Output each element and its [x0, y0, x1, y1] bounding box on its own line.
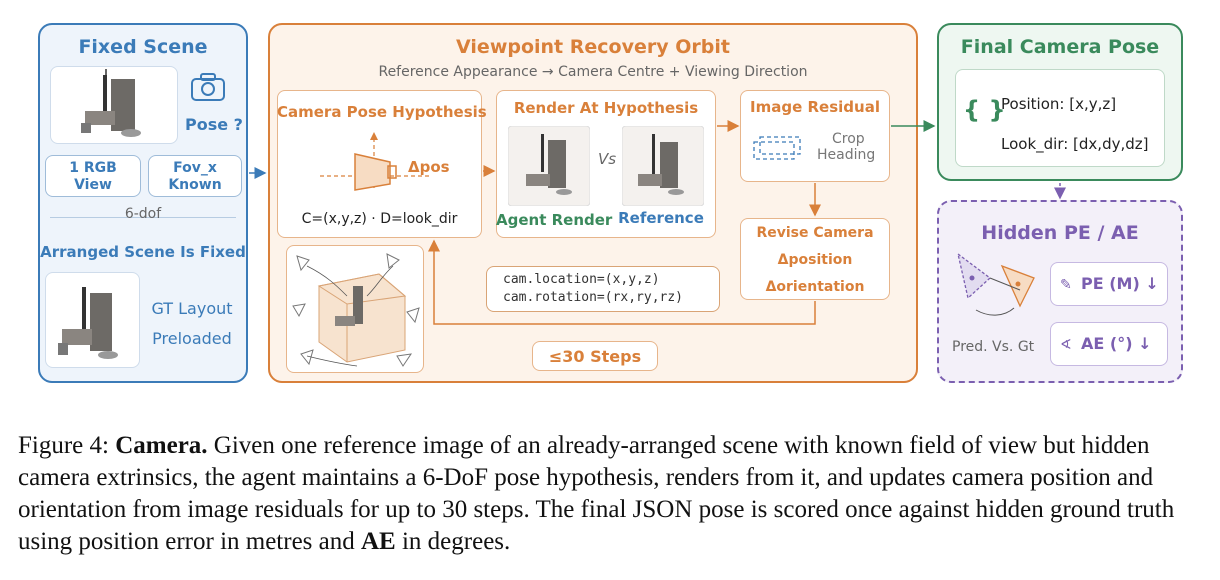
- caption-label: Figure 4:: [18, 432, 116, 459]
- arranged-label: Arranged Scene Is Fixed: [40, 243, 246, 261]
- fov-box: Fov_x Known: [148, 155, 242, 197]
- look-dir-field: Look_dir: [dx,dy,dz]: [1001, 135, 1149, 153]
- hidden-title: Hidden PE / AE: [981, 222, 1139, 244]
- revise-position: Δposition: [777, 252, 853, 268]
- crop-label: Crop: [832, 131, 865, 147]
- scene-thumbnail: [50, 66, 178, 144]
- position-field: Position: [x,y,z]: [1001, 95, 1117, 113]
- render-title: Render At Hypothesis: [513, 99, 699, 117]
- vs-label: Vs: [598, 150, 617, 168]
- preloaded-label: Preloaded: [152, 329, 232, 348]
- code-location: cam.location=(x,y,z): [503, 272, 660, 287]
- residual-title: Image Residual: [750, 98, 880, 116]
- caption-bold: Camera.: [115, 432, 208, 459]
- scene-image: [81, 69, 141, 137]
- ae-label: AE (°) ↓: [1081, 334, 1152, 353]
- rgb-view-line1: 1 RGB: [69, 160, 117, 176]
- orbit-title: Viewpoint Recovery Orbit: [456, 36, 730, 58]
- pred-vs-gt-diagram: [950, 248, 1046, 324]
- rgb-view-box: 1 RGB View: [45, 155, 141, 197]
- gt-thumbnail: [45, 272, 140, 368]
- caption-text-end: in degrees.: [395, 528, 511, 555]
- revise-title: Revise Camera: [756, 225, 874, 241]
- residual-box: [740, 90, 890, 182]
- pred-vs-gt-label: Pred. Vs. Gt: [952, 339, 1035, 355]
- rgb-view-line2: View: [74, 177, 112, 193]
- reference-image: [621, 125, 705, 207]
- angle-icon: ∢: [1060, 337, 1072, 353]
- revise-box: Revise Camera Δposition Δorientation: [740, 218, 890, 300]
- pose-formula: C=(x,y,z) · D=look_dir: [301, 211, 458, 227]
- hypothesis-diagram: [300, 128, 470, 198]
- fixed-scene-title: Fixed Scene: [78, 36, 208, 58]
- gt-scene-image: [58, 287, 118, 359]
- delta-pos-label: Δpos: [408, 158, 450, 176]
- pe-label: PE (M) ↓: [1081, 274, 1159, 293]
- code-rotation: cam.rotation=(rx,ry,rz): [503, 290, 684, 305]
- steps-box: ≤30 Steps: [532, 341, 658, 371]
- crop-icon: [752, 134, 804, 164]
- gt-layout-label: GT Layout: [151, 299, 233, 318]
- ae-metric-box: ∢ AE (°) ↓: [1050, 322, 1168, 366]
- agent-render-label: Agent Render: [496, 211, 613, 229]
- caption-text: Given one reference image of an already-…: [18, 432, 1175, 555]
- final-pose-title: Final Camera Pose: [960, 36, 1160, 58]
- orbit-illustration: [286, 245, 424, 373]
- ruler-icon: ✎: [1060, 277, 1072, 293]
- fov-line1: Fov_x: [173, 160, 217, 176]
- orbit-subtitle: Reference Appearance → Camera Centre + V…: [378, 64, 808, 80]
- figure-caption: Figure 4: Camera. Given one reference im…: [18, 430, 1208, 558]
- caption-bold-ae: AE: [361, 528, 396, 555]
- reference-label: Reference: [618, 209, 704, 227]
- json-braces-icon: { }: [963, 96, 1006, 124]
- camera-icon: [190, 72, 226, 102]
- fov-line2: Known: [168, 177, 222, 193]
- pe-metric-box: ✎ PE (M) ↓: [1050, 262, 1168, 306]
- dof-label: 6-dof: [124, 206, 162, 222]
- code-box: cam.location=(x,y,z) cam.rotation=(rx,ry…: [486, 266, 720, 312]
- revise-orientation: Δorientation: [765, 279, 865, 295]
- heading-label: Heading: [817, 147, 876, 163]
- pose-json-box: [955, 69, 1165, 167]
- pose-question: Pose ?: [185, 115, 243, 134]
- hypothesis-title: Camera Pose Hypothesis: [277, 103, 487, 121]
- dof-divider: [50, 217, 236, 218]
- agent-render-image: [507, 125, 591, 207]
